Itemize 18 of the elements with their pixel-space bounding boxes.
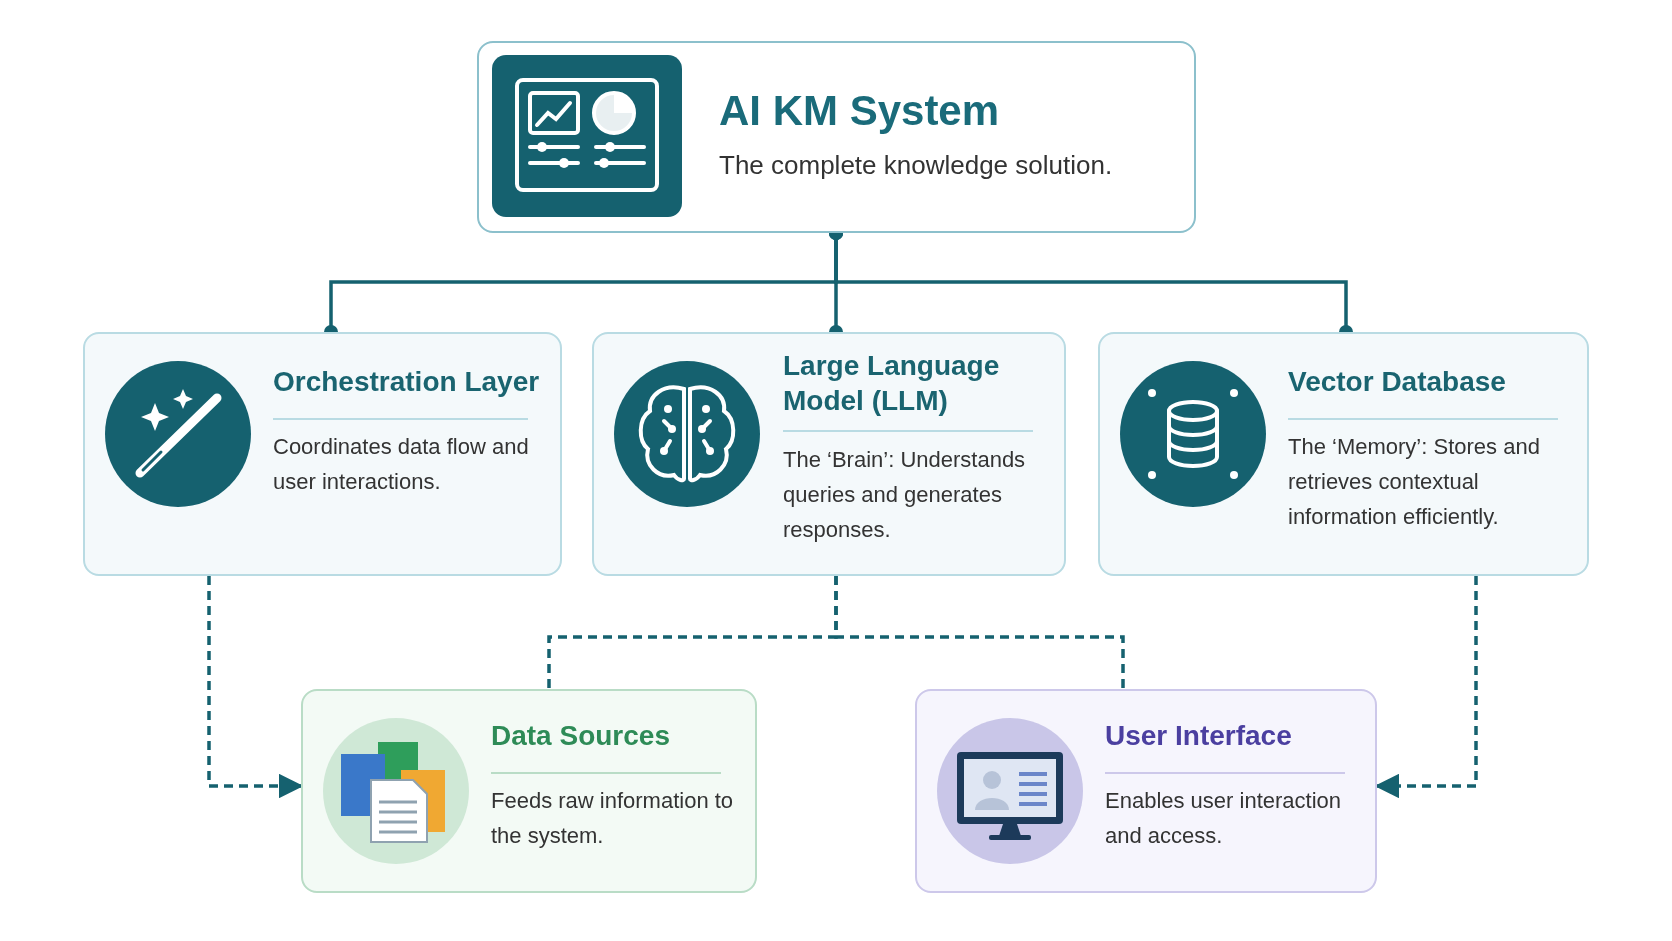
component-card (301, 689, 757, 893)
card-title: Vector Database (1288, 365, 1507, 399)
card-title: AI KM System (719, 86, 1001, 136)
card-title: Data Sources (491, 719, 671, 753)
card-description: The ‘Memory’: Stores and retrieves contextual information efficiently. (1288, 433, 1541, 531)
component-card (477, 41, 1196, 233)
card-title: Large Language Model (LLM) (783, 349, 1001, 418)
card-title: User Interface (1105, 719, 1293, 753)
card-description: The complete knowledge solution. (719, 149, 1114, 182)
card-description: The ‘Brain’: Understands queries and generates responses. (783, 446, 1027, 544)
card-description: Coordinates data flow and user interactions. (273, 433, 530, 496)
component-card (1098, 332, 1589, 576)
component-card (915, 689, 1377, 893)
component-card (83, 332, 562, 576)
card-title: Orchestration Layer (273, 365, 541, 399)
card-description: Enables user interaction and access. (1105, 787, 1343, 850)
card-description: Feeds raw information to the system. (491, 787, 735, 850)
component-card (592, 332, 1066, 576)
